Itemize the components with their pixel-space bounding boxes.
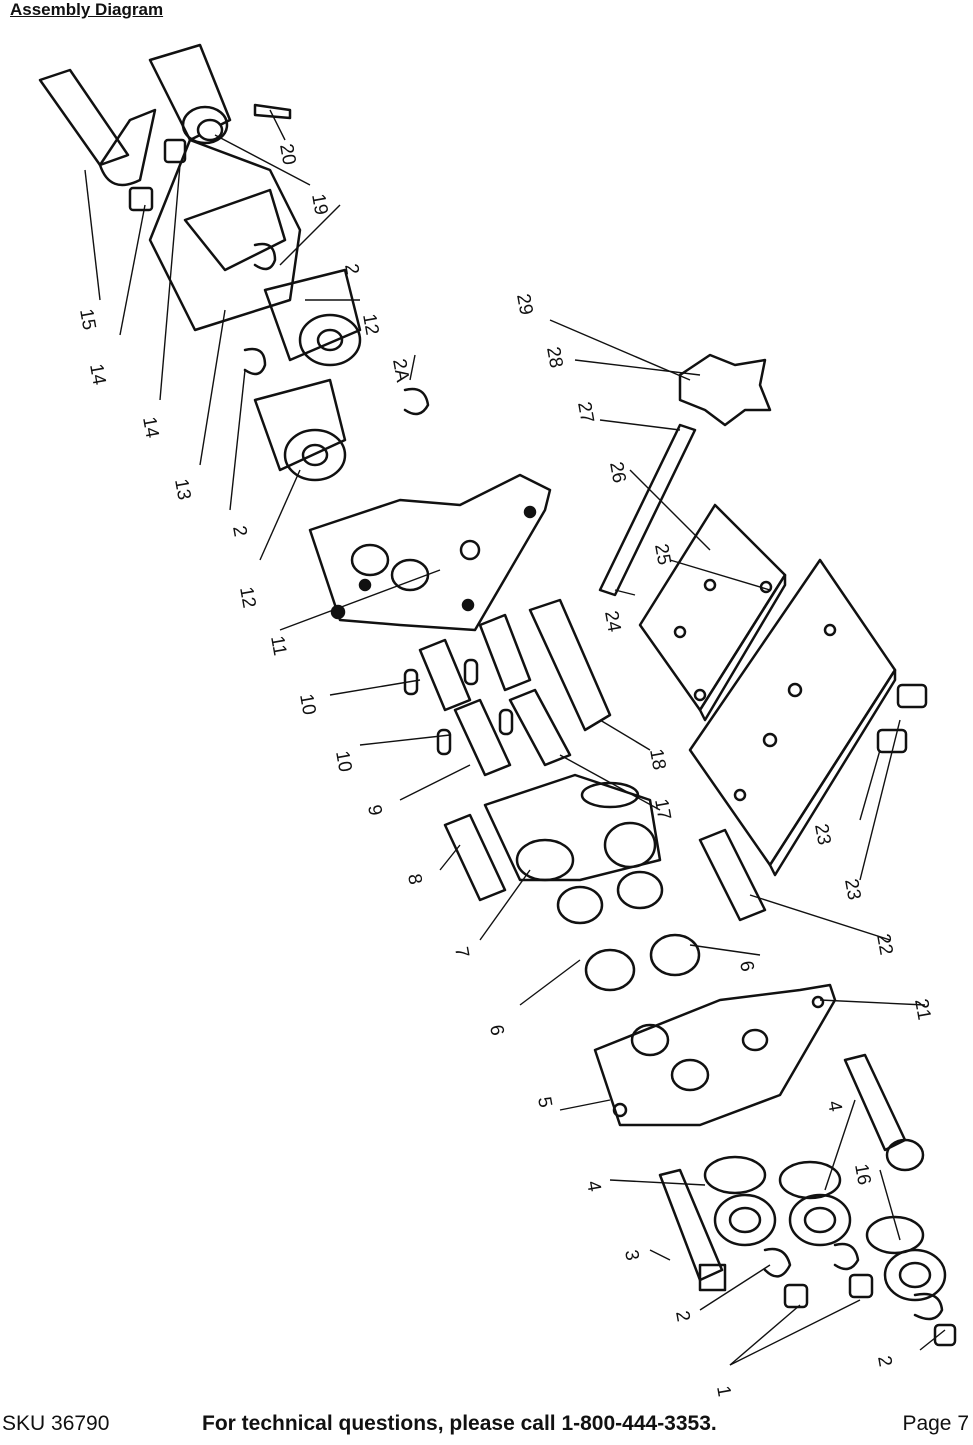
- page-number: Page 7: [902, 1412, 969, 1435]
- part-label: 4: [582, 1179, 605, 1193]
- part-label: 11: [266, 634, 290, 657]
- gear-lower-part: [253, 378, 347, 482]
- part-label: 1: [712, 1384, 735, 1398]
- bearing-housing-part: [483, 773, 662, 882]
- part-label: 26: [605, 460, 629, 484]
- part-label: 5: [533, 1095, 556, 1109]
- part-label: 15: [75, 307, 99, 331]
- part-label: 2: [228, 524, 251, 538]
- part-labels: 1 2 2 2 2 2A 3 4 4 5 6 6 7 8 9 10 10 11 …: [75, 142, 934, 1398]
- gear-upper-part: [263, 268, 362, 367]
- part-label: 12: [235, 585, 259, 609]
- part-label: 10: [331, 749, 355, 773]
- part-label: 2: [873, 1354, 896, 1368]
- diagram-title: Assembly Diagram: [10, 0, 164, 19]
- part-label: 22: [872, 932, 896, 956]
- part-label: 2: [671, 1309, 694, 1323]
- page-footer: SKU 36790 For technical questions, pleas…: [0, 1412, 973, 1442]
- part-label: 14: [85, 362, 109, 387]
- part-label: 6: [735, 959, 758, 973]
- support-phone-text: For technical questions, please call 1-8…: [202, 1412, 717, 1435]
- part-label: 3: [620, 1248, 643, 1262]
- part-label: 25: [650, 542, 674, 566]
- assembly-diagram: 1 2 2 2 2 2A 3 4 4 5 6 6 7 8 9 10 10 11 …: [38, 43, 957, 1398]
- part-label: 23: [840, 877, 864, 901]
- part-label: 23: [810, 822, 834, 846]
- part-label: 24: [600, 609, 624, 634]
- part-label: 19: [307, 192, 331, 216]
- part-label: 21: [910, 997, 934, 1021]
- part-label: 6: [485, 1023, 508, 1037]
- handle-part: [38, 68, 130, 167]
- part-label: 4: [823, 1099, 846, 1113]
- gear-cover-part: [148, 138, 302, 332]
- front-plate-part: [308, 473, 552, 632]
- part-label: 28: [542, 345, 566, 369]
- part-label: 29: [512, 292, 536, 316]
- roller-part: [703, 1155, 777, 1247]
- part-label: 13: [170, 477, 194, 501]
- sku-label: SKU 36790: [2, 1412, 110, 1435]
- part-label: 10: [295, 692, 319, 716]
- part-label: 2: [340, 262, 363, 276]
- part-label: 2A: [388, 357, 413, 384]
- base-plate-part: [688, 558, 897, 867]
- part-label: 12: [358, 312, 382, 336]
- part-label: 20: [275, 142, 299, 166]
- part-label: 27: [573, 400, 597, 424]
- part-label: 16: [850, 1162, 874, 1186]
- part-label: 8: [403, 872, 426, 886]
- part-label: 17: [650, 797, 674, 821]
- part-label: 18: [645, 747, 669, 771]
- rear-plate-part: [593, 983, 837, 1127]
- bolt-part: [658, 1168, 724, 1282]
- knob-part: [678, 353, 772, 427]
- part-label: 9: [363, 803, 386, 817]
- part-label: 7: [450, 945, 473, 959]
- housing-part: [148, 43, 232, 142]
- part-label: 14: [138, 415, 162, 440]
